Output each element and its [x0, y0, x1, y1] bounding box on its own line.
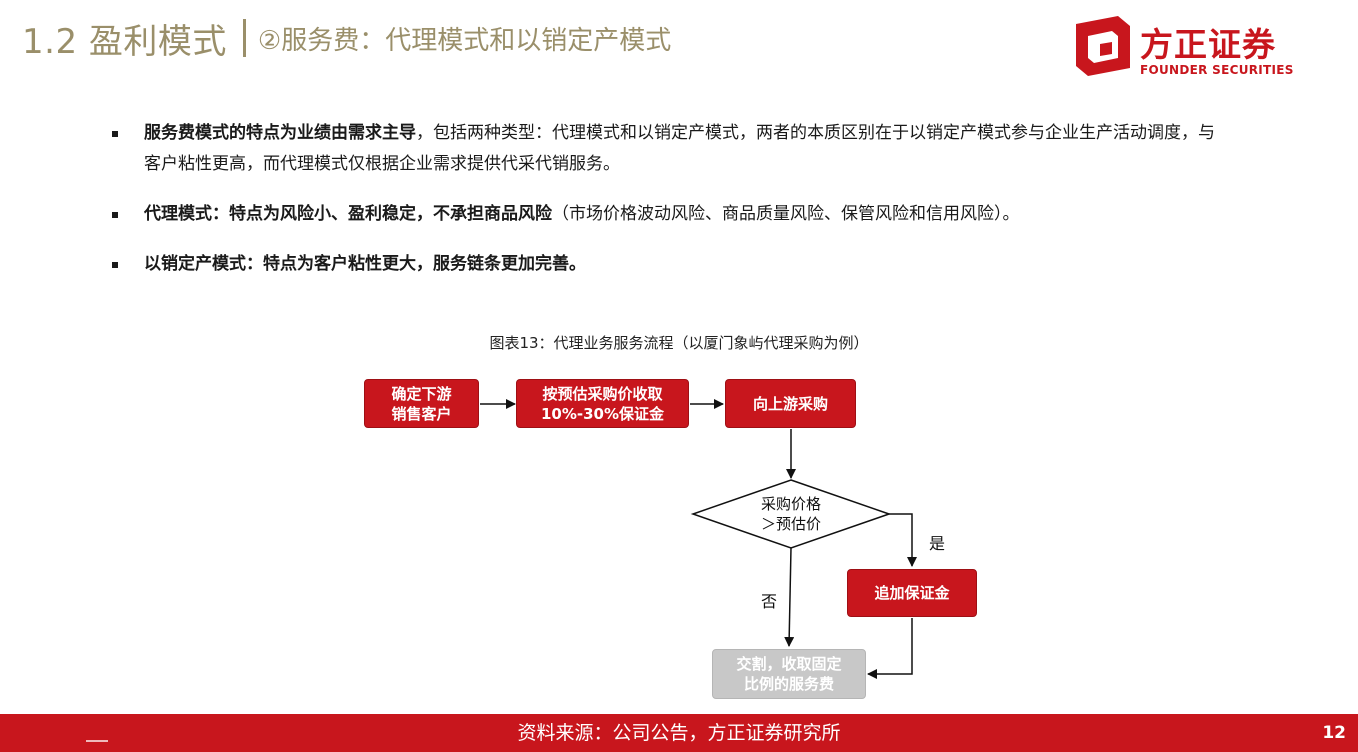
bullet-text: （市场价格波动风险、商品质量风险、保管风险和信用风险）。 [552, 204, 1020, 224]
bullet-bold-text: 以销定产模式：特点为客户粘性更大，服务链条更加完善。 [144, 254, 586, 274]
title-main: 1.2 盈利模式 [22, 21, 227, 62]
page-title: 1.2 盈利模式 ②服务费：代理模式和以销定产模式 [22, 14, 671, 62]
arrow-decision-no [784, 547, 795, 647]
flow-yes-label: 是 [929, 534, 946, 553]
flow-node-add-deposit: 追加保证金 [847, 569, 977, 617]
bullet-bold-text: 代理模式：特点为风险小、盈利稳定，不承担商品风险 [144, 204, 552, 224]
bullet-bold-text: 服务费模式的特点为业绩由需求主导 [144, 123, 416, 143]
arrow-n4-n5 [867, 618, 913, 679]
page-number: 12 [1322, 723, 1346, 743]
flow-decision-label: 采购价格 ＞预估价 [760, 495, 821, 533]
arrow-decision-yes [889, 513, 917, 567]
footer-mark [86, 740, 108, 742]
logo-text-en: FOUNDER SECURITIES [1140, 63, 1294, 77]
footer-source: 资料来源：公司公告，方正证券研究所 [517, 722, 841, 744]
bullet-item: 服务费模式的特点为业绩由需求主导，包括两种类型：代理模式和以销定产模式，两者的本… [108, 118, 1228, 180]
flow-node-purchase-upstream: 向上游采购 [725, 379, 856, 428]
bullet-square-icon [112, 212, 118, 218]
figure-caption: 图表13：代理业务服务流程（以厦门象屿代理采购为例） [489, 334, 869, 352]
bullet-square-icon [112, 262, 118, 268]
bullet-item: 代理模式：特点为风险小、盈利稳定，不承担商品风险（市场价格波动风险、商品质量风险… [108, 199, 1228, 230]
logo-text-cn: 方正证券 [1140, 25, 1276, 64]
bullet-item: 以销定产模式：特点为客户粘性更大，服务链条更加完善。 [108, 249, 1228, 280]
footer-bar: 资料来源：公司公告，方正证券研究所 12 [0, 714, 1358, 752]
flow-no-label: 否 [761, 592, 778, 611]
flow-node-collect-deposit: 按预估采购价收取 10%-30%保证金 [516, 379, 689, 428]
bullet-text: ，包括两种类型：代理模式和以销定产模式，两者的本质区别在于以销定产模式参与企业生… [144, 123, 1215, 174]
bullet-list: 服务费模式的特点为业绩由需求主导，包括两种类型：代理模式和以销定产模式，两者的本… [108, 118, 1228, 299]
flow-node-settlement: 交割，收取固定 比例的服务费 [712, 649, 866, 699]
flow-node-determine-customer: 确定下游 销售客户 [364, 379, 479, 428]
logo-mark-icon [1076, 16, 1130, 76]
bullet-square-icon [112, 131, 118, 137]
founder-securities-logo: 方正证券 FOUNDER SECURITIES [1072, 16, 1304, 80]
title-subtitle: ②服务费：代理模式和以销定产模式 [257, 25, 672, 56]
title-divider [242, 19, 246, 57]
